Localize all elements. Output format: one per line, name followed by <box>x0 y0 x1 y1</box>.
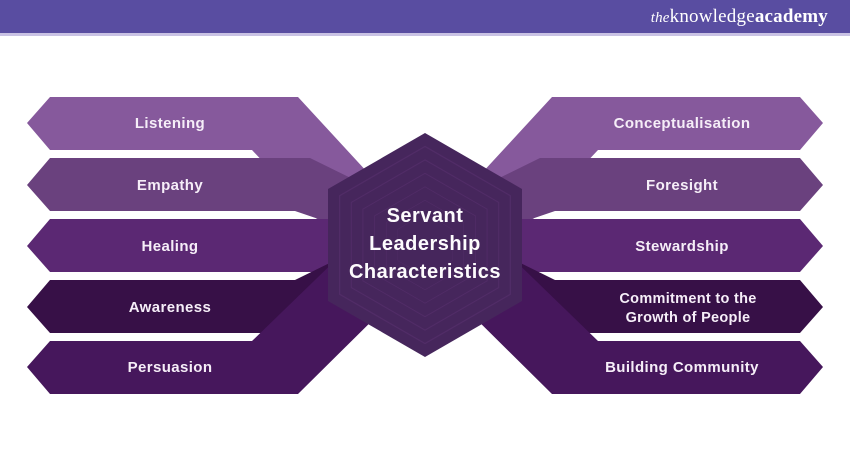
header-bar: theknowledgeacademy <box>0 0 850 33</box>
label-listening: Listening <box>135 115 205 132</box>
label-conceptualisation: Conceptualisation <box>614 115 751 132</box>
hexagon-title-line2: Leadership <box>369 233 481 255</box>
label-stewardship: Stewardship <box>635 238 729 255</box>
logo-knowledge: knowledge <box>669 5 755 27</box>
logo-academy: academy <box>754 5 828 27</box>
banner-building-community <box>457 248 823 394</box>
label-foresight: Foresight <box>646 177 718 194</box>
banner-listening <box>27 97 393 252</box>
brand-logo: theknowledgeacademy <box>651 6 850 28</box>
label-commitment-line1: Commitment to the <box>619 291 756 307</box>
center-hexagon <box>328 133 522 357</box>
banner-conceptualisation <box>457 97 823 252</box>
label-healing: Healing <box>142 238 199 255</box>
logo-the: the <box>650 9 670 26</box>
label-awareness: Awareness <box>129 299 212 316</box>
hexagon-rings <box>339 145 511 345</box>
header-divider <box>0 33 850 36</box>
hexagon-title-line3: Characteristics <box>349 261 501 283</box>
label-empathy: Empathy <box>137 177 203 194</box>
label-commitment-line2: Growth of People <box>626 310 751 326</box>
hexagon-title-line1: Servant <box>387 205 464 227</box>
label-persuasion: Persuasion <box>128 359 213 376</box>
label-building-community: Building Community <box>605 359 759 376</box>
banner-persuasion <box>27 248 393 394</box>
